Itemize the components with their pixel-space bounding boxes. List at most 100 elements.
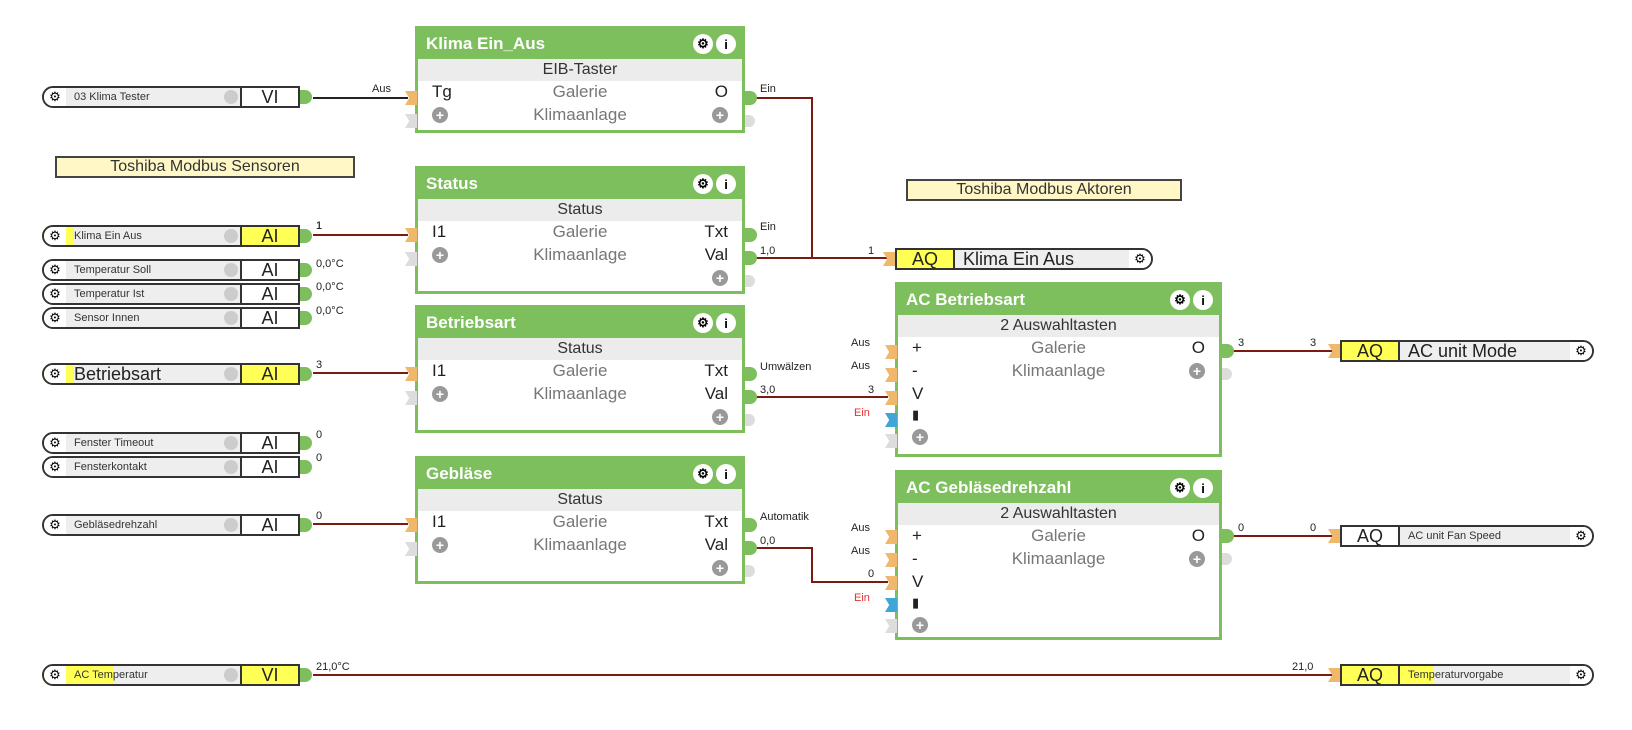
output-port[interactable] — [300, 263, 312, 277]
gear-icon[interactable]: ⚙ — [693, 313, 713, 333]
info-icon[interactable]: i — [716, 464, 736, 484]
info-icon[interactable]: i — [716, 174, 736, 194]
info-icon[interactable]: i — [1193, 290, 1213, 310]
input-temperatur-ist[interactable]: ⚙ Temperatur Ist AI — [42, 283, 300, 305]
output-port[interactable] — [1222, 553, 1232, 565]
input-port[interactable] — [885, 391, 897, 405]
output-port[interactable] — [300, 436, 312, 450]
output-klima-ein-aus[interactable]: AQ Klima Ein Aus ⚙ — [895, 248, 1153, 270]
output-port[interactable] — [745, 414, 755, 426]
gear-icon[interactable]: ⚙ — [44, 516, 66, 534]
input-klima-ein-aus[interactable]: ⚙ Klima Ein Aus AI — [42, 225, 300, 247]
add-input-icon[interactable]: + — [432, 247, 448, 263]
input-port[interactable] — [1328, 344, 1340, 358]
lock-input-port[interactable] — [885, 598, 897, 612]
gear-icon[interactable]: ⚙ — [1170, 290, 1190, 310]
input-port[interactable] — [405, 542, 417, 556]
input-port[interactable] — [1328, 668, 1340, 682]
output-port[interactable] — [745, 228, 757, 242]
input-port[interactable] — [885, 553, 897, 567]
add-input-icon[interactable]: + — [912, 617, 928, 633]
input-fensterkontakt[interactable]: ⚙ Fensterkontakt AI — [42, 456, 300, 478]
gear-icon[interactable]: ⚙ — [1570, 527, 1592, 545]
output-ac-unit-fan-speed[interactable]: AQ AC unit Fan Speed ⚙ — [1340, 525, 1594, 547]
output-port[interactable] — [300, 229, 312, 243]
output-port[interactable] — [745, 565, 755, 577]
gear-icon[interactable]: ⚙ — [693, 174, 713, 194]
output-port[interactable] — [1222, 529, 1234, 543]
input-port[interactable] — [885, 345, 897, 359]
input-port[interactable] — [885, 368, 897, 382]
gear-icon[interactable]: ⚙ — [44, 261, 66, 279]
gear-icon[interactable]: ⚙ — [44, 88, 66, 106]
input-port[interactable] — [405, 367, 417, 381]
lock-input-port[interactable] — [885, 413, 897, 427]
gear-icon[interactable]: ⚙ — [44, 227, 66, 245]
input-port[interactable] — [885, 576, 897, 590]
input-port[interactable] — [885, 619, 897, 633]
gear-icon[interactable]: ⚙ — [44, 365, 66, 383]
input-port[interactable] — [885, 434, 897, 448]
input-03-klima-tester[interactable]: ⚙ 03 Klima Tester VI — [42, 86, 300, 108]
output-port[interactable] — [745, 390, 757, 404]
add-input-icon[interactable]: + — [432, 537, 448, 553]
add-output-icon[interactable]: + — [712, 107, 728, 123]
input-geblaesedrehzahl[interactable]: ⚙ Gebläsedrehzahl AI — [42, 514, 300, 536]
gear-icon[interactable]: ⚙ — [1170, 478, 1190, 498]
add-output-icon[interactable]: + — [1189, 551, 1205, 567]
add-input-icon[interactable]: + — [912, 429, 928, 445]
output-port[interactable] — [1222, 368, 1232, 380]
input-fenster-timeout[interactable]: ⚙ Fenster Timeout AI — [42, 432, 300, 454]
output-temperaturvorgabe[interactable]: AQ Temperaturvorgabe ⚙ — [1340, 664, 1594, 686]
info-icon[interactable]: i — [1193, 478, 1213, 498]
output-port[interactable] — [300, 460, 312, 474]
gear-icon[interactable]: ⚙ — [1129, 250, 1151, 268]
input-port[interactable] — [405, 518, 417, 532]
input-port[interactable] — [883, 252, 895, 266]
output-port[interactable] — [300, 518, 312, 532]
add-input-icon[interactable]: + — [432, 386, 448, 402]
gear-icon[interactable]: ⚙ — [44, 666, 66, 684]
gear-icon[interactable]: ⚙ — [44, 285, 66, 303]
gear-icon[interactable]: ⚙ — [1570, 666, 1592, 684]
input-ac-temperatur[interactable]: ⚙ AC Temperatur VI — [42, 664, 300, 686]
output-port[interactable] — [1222, 344, 1234, 358]
info-icon[interactable]: i — [716, 34, 736, 54]
add-output-icon[interactable]: + — [1189, 363, 1205, 379]
output-ac-unit-mode[interactable]: AQ AC unit Mode ⚙ — [1340, 340, 1594, 362]
add-input-icon[interactable]: + — [432, 107, 448, 123]
gear-icon[interactable]: ⚙ — [44, 434, 66, 452]
input-port[interactable] — [405, 252, 417, 266]
input-port[interactable] — [405, 114, 417, 128]
gear-icon[interactable]: ⚙ — [693, 34, 713, 54]
add-output-icon[interactable]: + — [712, 409, 728, 425]
output-port[interactable] — [300, 287, 312, 301]
input-sensor-innen[interactable]: ⚙ Sensor Innen AI — [42, 307, 300, 329]
output-port[interactable] — [745, 275, 755, 287]
add-output-icon[interactable]: + — [712, 270, 728, 286]
add-output-icon[interactable]: + — [712, 560, 728, 576]
output-port[interactable] — [745, 251, 757, 265]
block-ac-geblaesedrehzahl[interactable]: AC Gebläsedrehzahl ⚙i 2 Auswahltasten +G… — [895, 470, 1222, 640]
input-betriebsart[interactable]: ⚙ Betriebsart AI — [42, 363, 300, 385]
output-port[interactable] — [300, 90, 312, 104]
output-port[interactable] — [745, 91, 757, 105]
gear-icon[interactable]: ⚙ — [44, 309, 66, 327]
gear-icon[interactable]: ⚙ — [1570, 342, 1592, 360]
output-port[interactable] — [300, 367, 312, 381]
info-icon[interactable]: i — [716, 313, 736, 333]
output-port[interactable] — [300, 668, 312, 682]
input-port[interactable] — [1328, 529, 1340, 543]
gear-icon[interactable]: ⚙ — [693, 464, 713, 484]
input-port[interactable] — [885, 530, 897, 544]
output-port[interactable] — [745, 518, 757, 532]
input-port[interactable] — [405, 228, 417, 242]
gear-icon[interactable]: ⚙ — [44, 458, 66, 476]
output-port[interactable] — [745, 115, 755, 127]
output-port[interactable] — [745, 367, 757, 381]
input-port[interactable] — [405, 391, 417, 405]
